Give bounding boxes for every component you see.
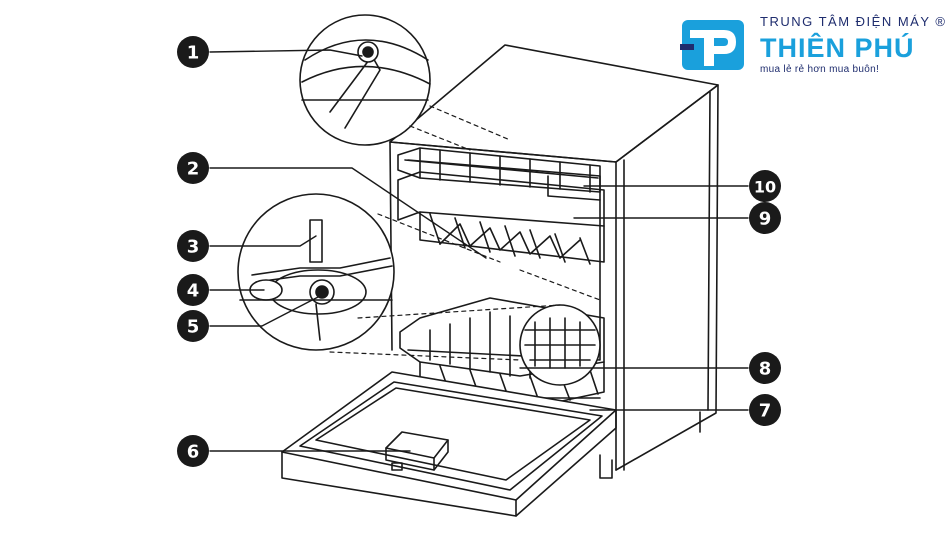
callout-label: 1 bbox=[187, 43, 200, 64]
detergent-dispenser bbox=[385, 431, 449, 471]
callout-label: 7 bbox=[759, 401, 772, 422]
logo-brand-name: THIÊN PHÚ bbox=[760, 33, 915, 63]
zoom-detail-filter bbox=[237, 193, 395, 351]
callout-3: 3 bbox=[177, 230, 209, 262]
callout-4: 4 bbox=[177, 274, 209, 306]
callout-label: 2 bbox=[187, 159, 200, 180]
callout-label: 9 bbox=[759, 209, 772, 230]
leader-lines bbox=[209, 49, 749, 452]
upper-rack bbox=[397, 171, 605, 265]
callout-2: 2 bbox=[177, 152, 209, 184]
callout-8: 8 bbox=[749, 352, 781, 384]
logo-tagline: mua lẻ rẻ hơn mua buôn! bbox=[760, 64, 880, 75]
logo-mark-icon bbox=[680, 20, 744, 70]
callout-6: 6 bbox=[177, 435, 209, 467]
cutlery-tray bbox=[397, 147, 601, 201]
zoom-detail-spray-arm bbox=[299, 14, 431, 146]
projection-lines bbox=[329, 105, 601, 361]
callout-label: 4 bbox=[187, 281, 200, 302]
callout-label: 3 bbox=[187, 237, 200, 258]
callout-label: 5 bbox=[187, 317, 200, 338]
brand-logo: TRUNG TÂM ĐIỆN MÁY ® THIÊN PHÚ mua lẻ rẻ… bbox=[680, 14, 945, 76]
callout-1: 1 bbox=[177, 36, 209, 68]
zoom-detail-rack bbox=[519, 304, 601, 386]
callout-5: 5 bbox=[177, 310, 209, 342]
callout-label: 8 bbox=[759, 359, 772, 380]
callout-9: 9 bbox=[749, 202, 781, 234]
callout-10: 10 bbox=[749, 170, 781, 202]
callout-label: 10 bbox=[754, 178, 776, 197]
callout-7: 7 bbox=[749, 394, 781, 426]
logo-top-line: TRUNG TÂM ĐIỆN MÁY ® bbox=[760, 14, 947, 29]
callout-label: 6 bbox=[187, 442, 200, 463]
door bbox=[281, 371, 617, 517]
